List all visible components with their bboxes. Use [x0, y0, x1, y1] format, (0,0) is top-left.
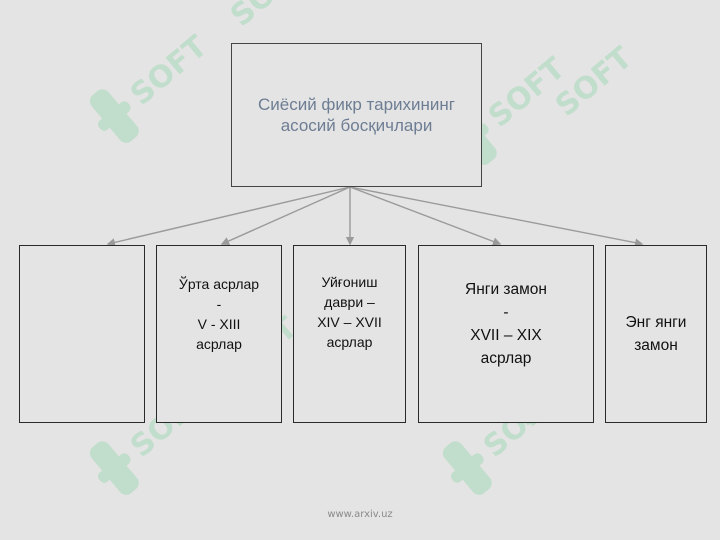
connector-arrow: [349, 186, 644, 247]
stage-line: асрлар: [326, 334, 373, 350]
stage-line: Ўрта асрлар: [178, 276, 260, 292]
stage-line: асрлар: [196, 336, 242, 352]
stage-node-middle-ages: Ўрта асрлар - V - XIII асрлар: [156, 245, 282, 423]
stage-node-newest-era: Энг янги замон: [605, 245, 707, 423]
connector-arrow: [349, 186, 502, 246]
stage-node-modern-era: Янги замон - XVII – XIX асрлар: [418, 245, 594, 423]
stage-node-empty: [19, 245, 145, 423]
stage-line: V - XIII: [197, 316, 241, 332]
connector-arrow: [106, 186, 351, 247]
stage-node-renaissance: Уйғониш даври – XIV – XVII асрлар: [293, 245, 406, 423]
stage-line: Уйғониш: [321, 274, 378, 290]
root-node: Сиёсий фикр тарихининг асосий босқичлари: [231, 43, 482, 187]
stage-line: Янги замон: [465, 281, 547, 298]
stage-line: XVII – XIX: [470, 327, 542, 344]
stage-line: -: [503, 304, 509, 321]
root-node-title-line: Сиёсий фикр тарихининг: [257, 95, 455, 114]
stage-line: асрлар: [480, 350, 532, 367]
root-node-title-line: асосий босқичлари: [280, 116, 433, 135]
stage-line: XIV – XVII: [317, 314, 382, 330]
footer-url: www.arxiv.uz: [327, 509, 393, 520]
stage-line: -: [216, 296, 222, 312]
connector-arrow: [220, 186, 351, 245]
stage-line: замон: [634, 337, 678, 354]
stage-line: Энг янги: [625, 314, 687, 331]
stage-line: даври –: [324, 294, 375, 310]
